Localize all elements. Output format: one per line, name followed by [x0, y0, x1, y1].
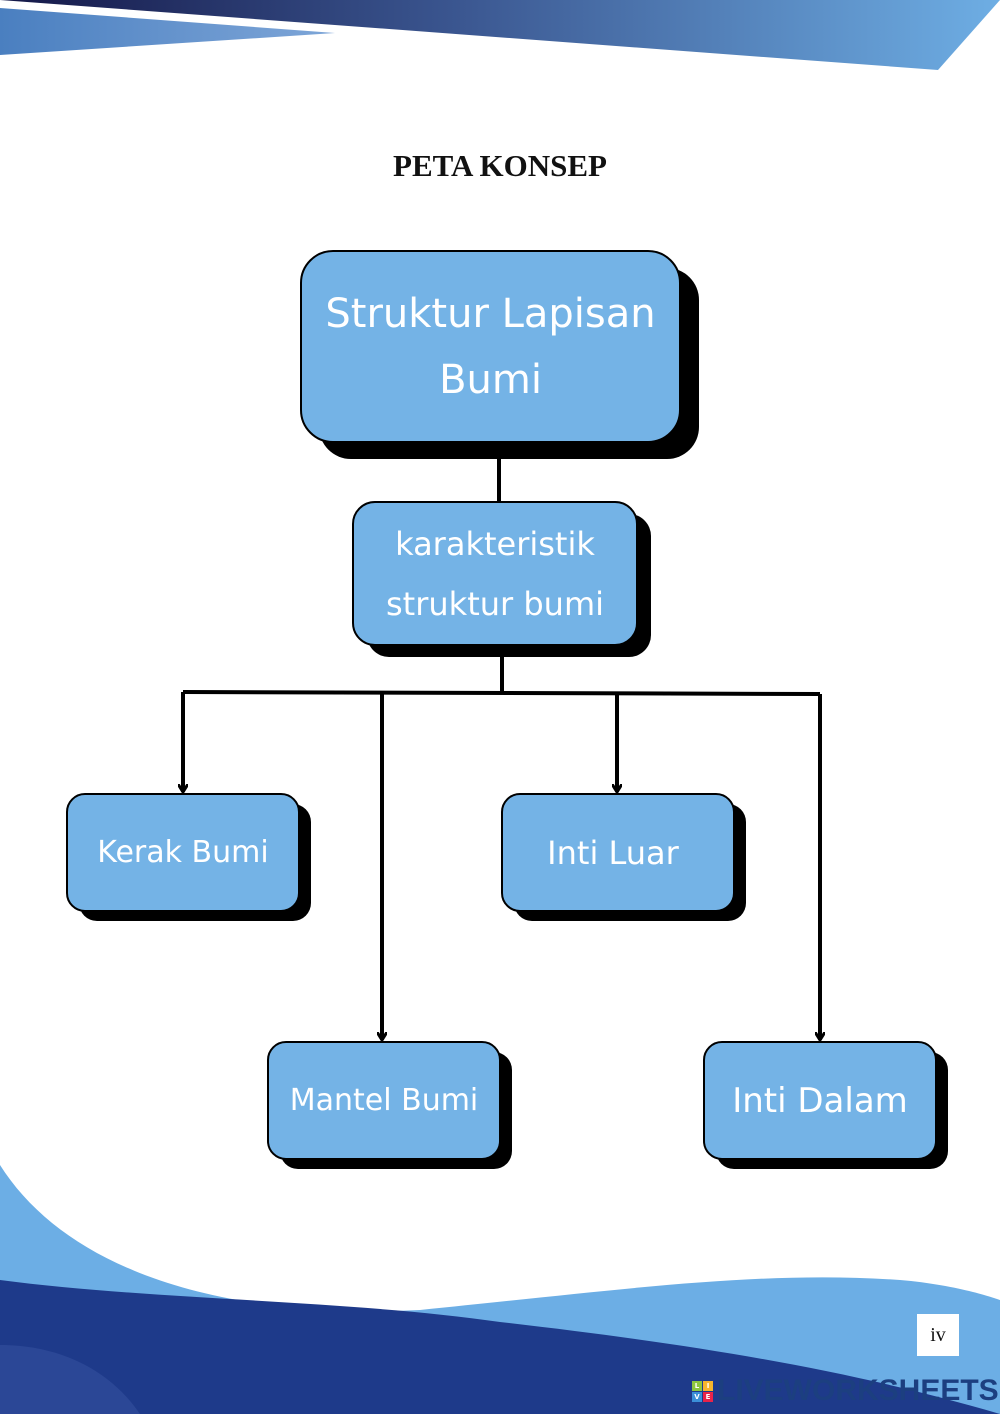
boxes	[66, 250, 937, 1160]
node-inti-dalam-label: Inti Dalam	[732, 1080, 908, 1121]
logo-letter: I	[703, 1380, 713, 1391]
node-middle: karakteristik struktur bumi	[353, 502, 637, 645]
node-middle-label: karakteristik struktur bumi	[386, 524, 604, 623]
node-inti-luar: Inti Luar	[502, 794, 724, 911]
top-banner	[0, 0, 1000, 70]
logo-letter: L	[692, 1380, 702, 1391]
logo-letter: V	[692, 1391, 702, 1402]
node-kerak-bumi-label: Kerak Bumi	[97, 835, 269, 870]
bottom-wave-mid	[0, 1345, 140, 1414]
node-inti-dalam: Inti Dalam	[704, 1042, 936, 1159]
node-mantel-bumi-label: Mantel Bumi	[289, 1083, 479, 1118]
node-root: Struktur Lapisan Bumi	[301, 251, 680, 442]
node-mantel-bumi: Mantel Bumi	[268, 1042, 500, 1159]
logo-letter: E	[703, 1391, 713, 1402]
page-title: PETA KONSEP	[393, 148, 607, 183]
top-banner-left	[0, 8, 335, 55]
node-root-label: Struktur Lapisan Bumi	[325, 290, 656, 403]
liveworksheets-watermark: L I V E LIVEWORKSHEETS	[692, 1374, 999, 1408]
node-inti-luar-label: Inti Luar	[547, 833, 679, 872]
node-kerak-bumi: Kerak Bumi	[67, 794, 299, 911]
bottom-wave-dark	[0, 1280, 1000, 1414]
liveworksheets-logo-icon: L I V E	[692, 1380, 713, 1402]
page-number: iv	[917, 1314, 959, 1356]
watermark-text: LIVEWORKSHEETS	[717, 1374, 999, 1407]
connectors	[183, 442, 820, 1040]
